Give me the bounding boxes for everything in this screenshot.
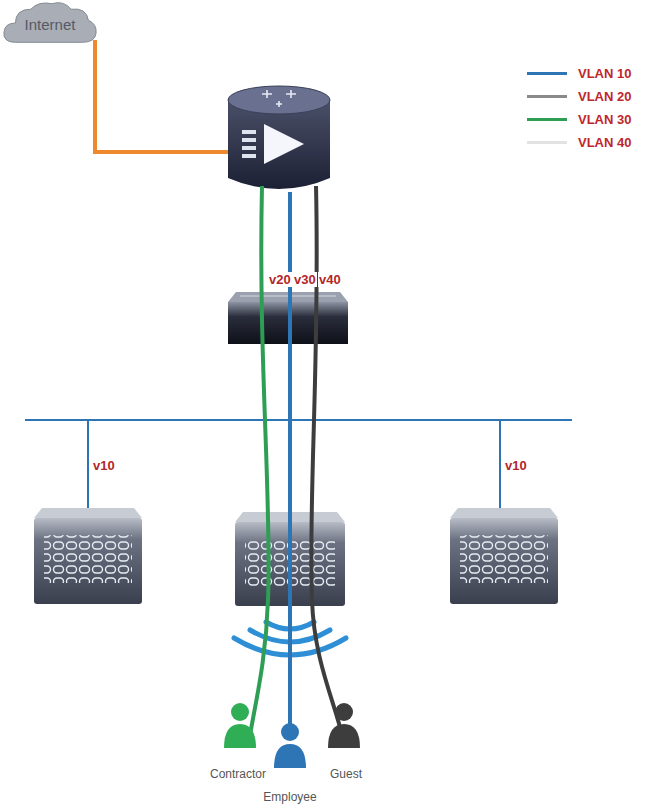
firewall-router [228,86,330,189]
legend-swatch [527,72,567,75]
vlan-tag: v10 [92,458,116,473]
vlan-tag: v10 [504,458,528,473]
legend-swatch [527,141,567,144]
node-text: Internet [25,16,76,34]
user-icon [224,703,256,748]
access-point [450,508,558,604]
legend-swatch [527,95,567,98]
user-icon [328,703,360,748]
legend-text: VLAN 30 [578,112,631,128]
vlan-tag: v30 [293,272,317,287]
vlan-tag: v40 [318,272,342,287]
cloud-shape: Internet [2,0,98,46]
vlan10-bus [25,420,572,508]
user-label: Guest [328,767,364,781]
wan-link [95,40,232,152]
access-point [34,508,142,604]
vlan30-path [250,186,269,735]
legend-text: VLAN 10 [578,66,631,82]
legend-text: VLAN 40 [578,135,631,151]
user-icon [274,723,306,768]
legend-swatch [527,118,567,121]
user-label: Employee [261,790,318,804]
legend-text: VLAN 20 [578,89,631,105]
vlan-tag: v20 [268,272,292,287]
user-label: Contractor [208,767,268,781]
vlan40-path [311,186,342,735]
